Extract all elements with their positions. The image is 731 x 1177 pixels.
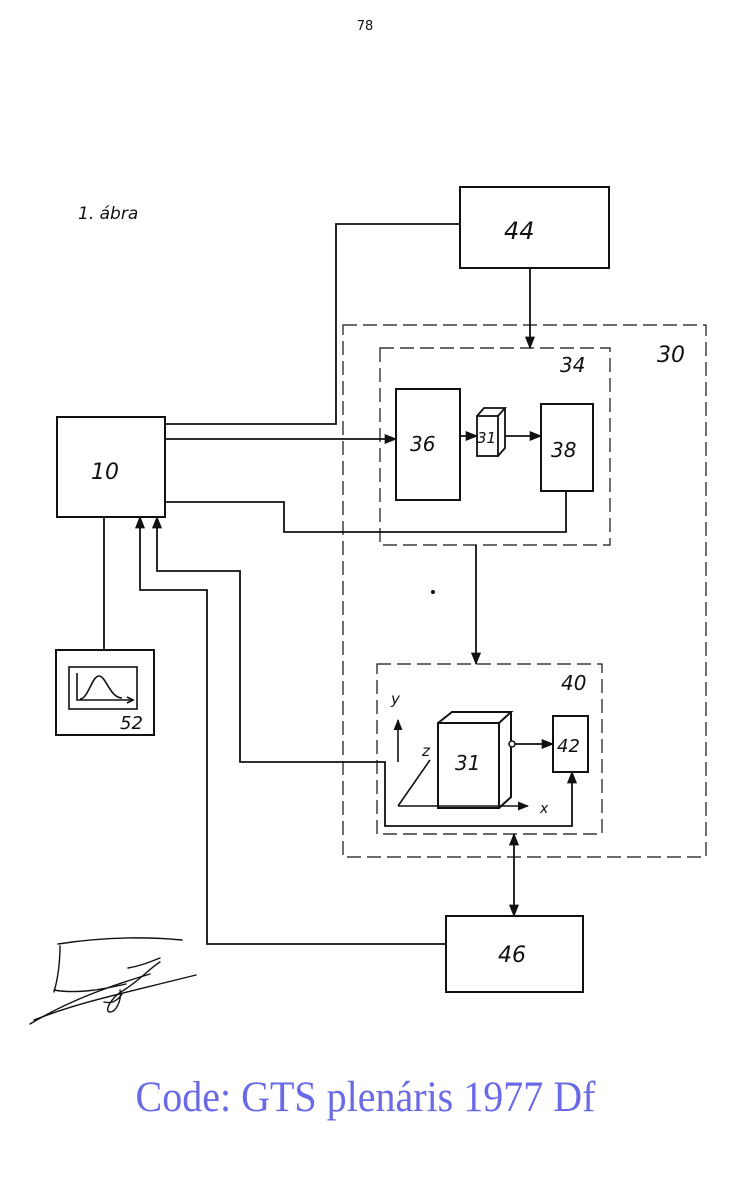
probe-dot	[508, 740, 516, 748]
signature	[29, 937, 197, 1025]
label-40: 40	[561, 671, 586, 695]
block-10	[56, 416, 166, 518]
label-46: 46	[498, 943, 526, 968]
label-52: 52	[120, 713, 143, 734]
label-31-large: 31	[455, 751, 480, 775]
label-42: 42	[557, 736, 580, 757]
block-38	[540, 403, 594, 492]
figure-caption: 1. ábra	[78, 204, 138, 224]
label-30: 30	[657, 343, 685, 368]
axis-label-z: z	[421, 742, 431, 760]
page-number: 78	[356, 19, 374, 34]
label-38: 38	[551, 438, 576, 462]
label-44: 44	[504, 217, 535, 245]
block-30-boundary	[342, 324, 707, 858]
label-31-small: 31	[477, 429, 496, 447]
label-34: 34	[560, 353, 585, 377]
label-10: 10	[91, 460, 119, 485]
block-44	[459, 186, 610, 269]
label-36: 36	[410, 432, 435, 456]
curve-display-icon	[68, 666, 138, 710]
axis-label-x: x	[539, 801, 549, 817]
footer-code: Code: GTS plenáris 1977 Df	[135, 1072, 596, 1121]
stray-dot	[431, 590, 435, 594]
block-36	[395, 388, 461, 501]
axis-label-y: y	[390, 690, 401, 708]
connection-lines	[103, 223, 578, 945]
